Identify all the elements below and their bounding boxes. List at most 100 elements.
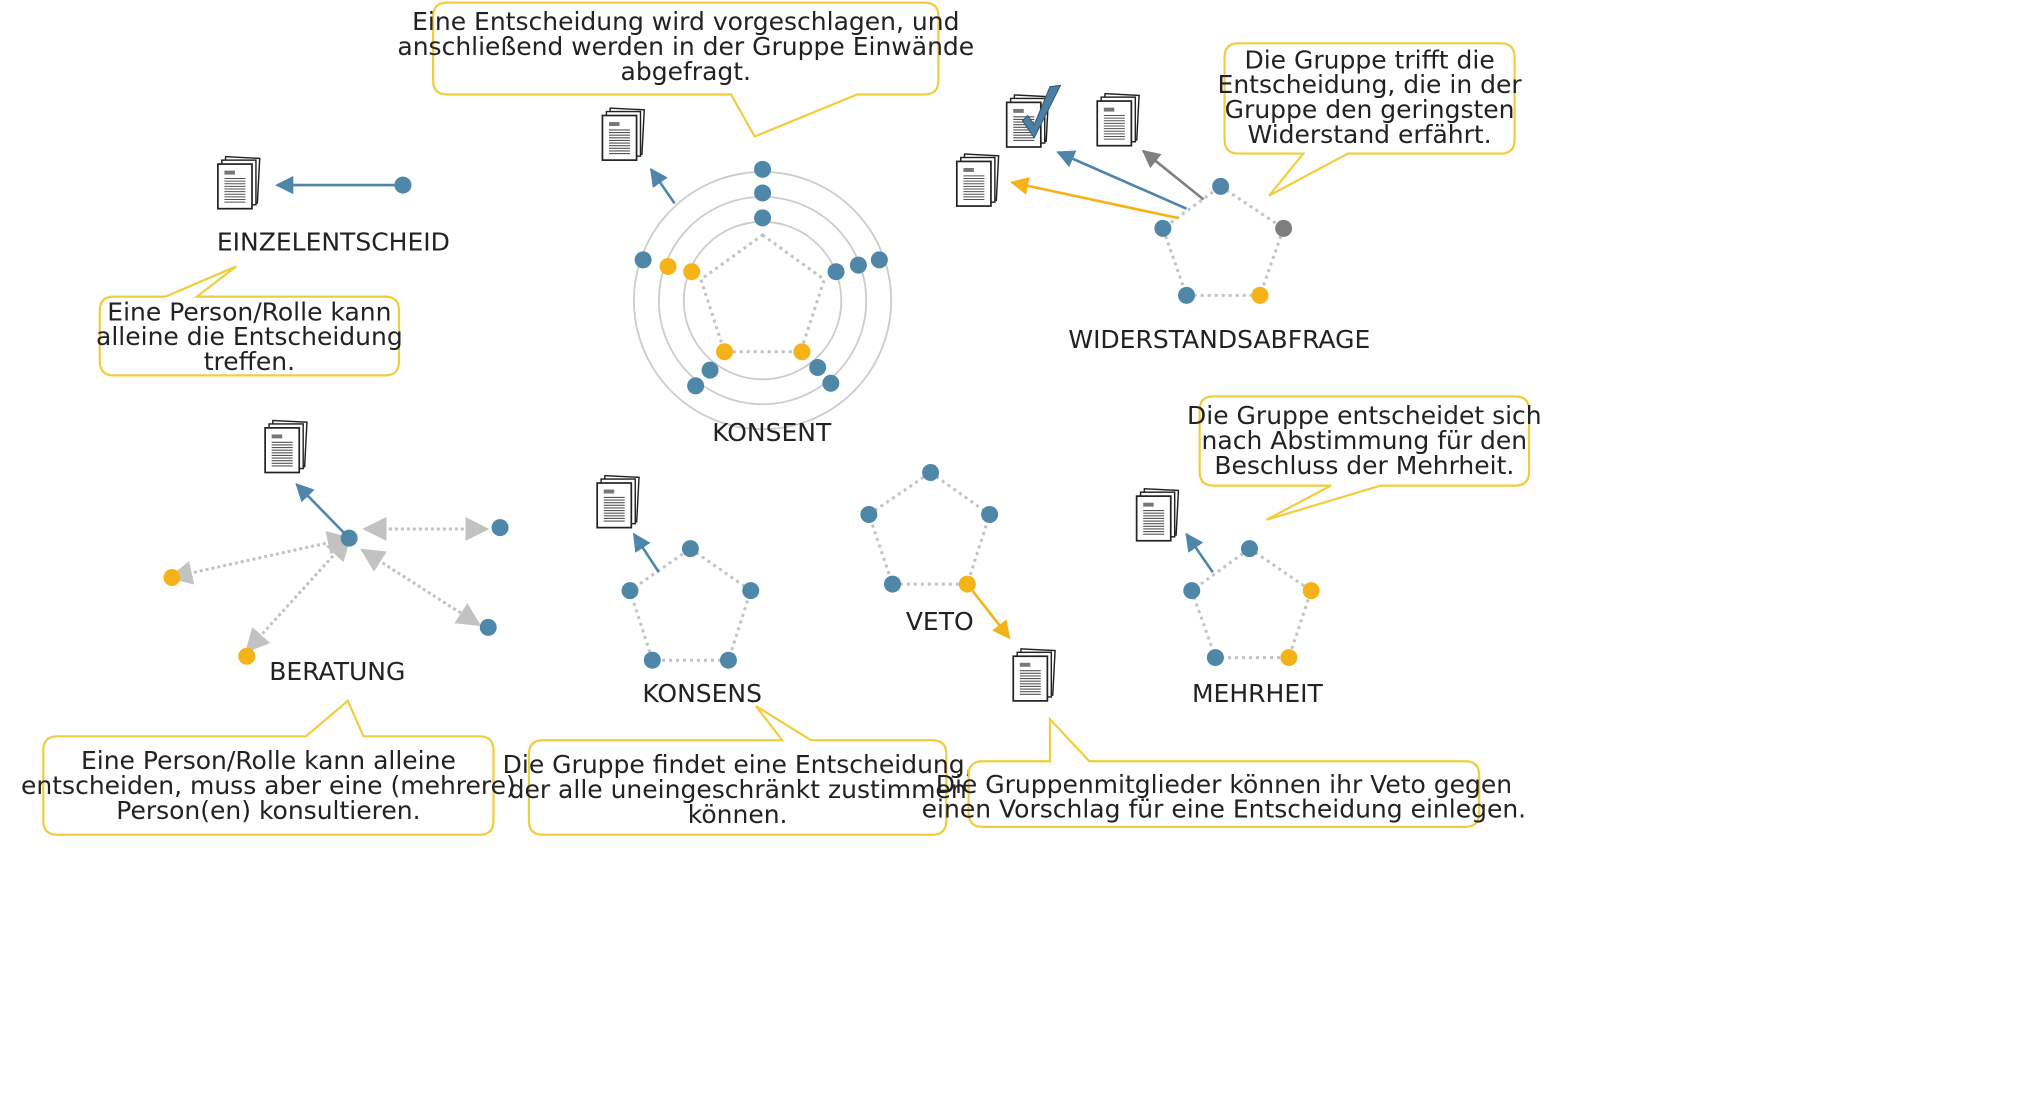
konsent-member-node [754,209,772,227]
konsens-member-node [643,651,661,669]
mehrheit-member-node [1241,540,1258,558]
widerstandsabfrage-speech-bubble-line: Die Gruppe trifft die [1244,45,1494,74]
widerstandsabfrage-label: WIDERSTANDSABFRAGE [1068,325,1370,354]
widerstandsabfrage-member-node [1275,219,1293,237]
beratung-document-icon [264,419,308,474]
konsens-document-icon [596,474,640,529]
veto-speech-bubble-line: Die Gruppenmitglieder können ihr Veto ge… [936,770,1512,799]
veto-speech-bubble-shape [967,716,1481,828]
konsent-speech-bubble: Eine Entscheidung wird vorgeschlagen, un… [397,1,974,138]
widerstandsabfrage-document-icon-1 [1005,94,1050,148]
beratung-person-node [340,529,358,547]
mehrheit-document-icon [1135,487,1180,542]
konsent-member-node [634,251,652,269]
konsent-proposal-arrow [649,167,676,205]
konsens-member-node [742,582,760,600]
beratung-consulted-node [479,618,497,636]
konsent-pentagon [699,233,827,354]
widerstandsabfrage-speech-bubble-line: Widerstand erfährt. [1248,120,1492,149]
konsent-label: KONSENT [712,418,832,447]
konsens-member-node [719,651,737,669]
mehrheit-decision-arrow [1185,532,1214,573]
beratung-label: BERATUNG [269,657,405,686]
konsent-member-node [809,359,827,376]
mehrheit-pentagon [1189,546,1313,660]
konsent-ring [657,195,868,406]
veto-speech-bubble-line: einen Vorschlag für eine Entscheidung ei… [922,795,1526,824]
konsens-pentagon [628,546,753,662]
beratung-speech-bubble-line: Person(en) konsultieren. [116,796,420,825]
veto-member-node [860,506,878,523]
konsent-document-icon [601,107,646,161]
konsens-member-node [621,582,639,600]
konsent-speech-bubble-line: Eine Entscheidung wird vorgeschlagen, un… [412,7,959,36]
widerstandsabfrage-document-icon-3 [955,153,1000,207]
konsens-speech-bubble-shape [527,705,948,836]
widerstandsabfrage-member-node [1154,219,1172,237]
konsent-member-node [716,343,733,361]
widerstandsabfrage-orange-arrow [1010,176,1178,220]
konsens-label: KONSENS [642,679,762,708]
beratung-consult-line [245,536,351,653]
widerstandsabfrage-member-node [1212,177,1230,195]
veto-member-node [981,506,999,523]
veto-pentagon [867,470,992,586]
mehrheit-speech-bubble-line: Beschluss der Mehrheit. [1214,451,1514,480]
konsent-speech-bubble-line: abgefragt. [621,57,751,86]
konsent-member-node [683,263,701,281]
beratung-decision-arrow [295,483,351,540]
konsens-member-node [681,540,699,558]
konsent-member-node [701,361,719,379]
widerstandsabfrage-speech-bubble-shape [1223,42,1516,197]
konsent-speech-bubble-line: anschließend werden in der Gruppe Einwän… [397,32,974,61]
beratung-speech-bubble: Eine Person/Rolle kann alleineentscheide… [21,699,516,836]
konsens-decision-arrow [632,532,660,573]
konsens-speech-bubble-line: der alle uneingeschränkt zustimmen [509,775,967,804]
einzelentscheid-speech-bubble-line: alleine die Entscheidung [96,322,403,351]
mehrheit-member-node [1206,649,1224,667]
widerstandsabfrage-pentagon [1161,184,1286,297]
mehrheit-member-node [1280,649,1298,667]
einzelentscheid-document-icon [217,155,261,210]
widerstandsabfrage-member-node [1251,286,1269,304]
konsens-speech-bubble-line: Die Gruppe findet eine Entscheidung, [503,750,973,779]
einzelentscheid-person-node [394,176,412,194]
beratung-consulted-node [238,647,256,665]
mehrheit-speech-bubble-line: nach Abstimmung für den [1202,426,1528,455]
einzelentscheid-speech-bubble-shape [98,265,401,377]
mehrheit-label: MEHRHEIT [1192,679,1324,708]
einzelentscheid-label: EINZELENTSCHEID [217,228,450,257]
beratung-consult-line [360,548,482,627]
mehrheit-member-node [1183,582,1201,600]
konsent-member-node [870,251,888,269]
mehrheit-speech-bubble-shape [1198,395,1531,521]
widerstandsabfrage-speech-bubble-line: Entscheidung, die in der [1218,70,1523,99]
veto-label: VETO [906,607,974,636]
veto-speech-bubble: Die Gruppenmitglieder können ihr Veto ge… [922,716,1526,828]
widerstandsabfrage-blue-arrow [1056,150,1188,210]
einzelentscheid-speech-bubble-line: Eine Person/Rolle kann [107,297,391,326]
konsens-speech-bubble-line: können. [688,800,788,829]
konsent-member-node [849,256,867,274]
konsens-speech-bubble: Die Gruppe findet eine Entscheidung,der … [503,705,973,836]
widerstandsabfrage-speech-bubble-line: Gruppe den geringsten [1225,95,1515,124]
beratung-consulted-node [163,569,181,586]
konsent-member-node [793,343,811,361]
konsent-member-node [687,377,705,395]
beratung-speech-bubble-line: entscheiden, muss aber eine (mehrere) [21,771,516,800]
konsent-member-node [827,263,845,281]
konsent-member-node [754,160,772,178]
konsent-member-node [754,184,772,202]
beratung-consult-line [168,531,352,585]
konsent-member-node [822,374,840,392]
checkmark-icon [1021,84,1062,139]
widerstandsabfrage-gray-arrow [1141,149,1205,201]
veto-member-node [884,575,901,593]
beratung-speech-bubble-line: Eine Person/Rolle kann alleine [81,746,456,775]
mehrheit-speech-bubble-line: Die Gruppe entscheidet sich [1187,401,1542,430]
widerstandsabfrage-member-node [1178,286,1195,304]
